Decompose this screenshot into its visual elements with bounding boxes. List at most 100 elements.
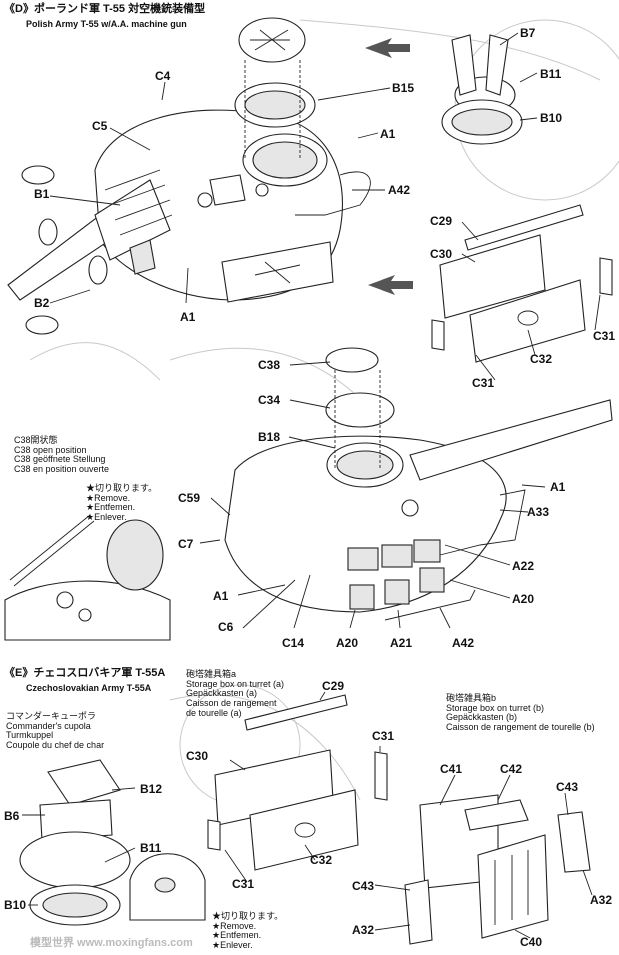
cupola-note-jp: コマンダーキューポラ (6, 711, 97, 721)
section-d-marker: 《D》 (4, 3, 34, 15)
remove-note-fr: ★Enlever. (86, 512, 127, 523)
cupola-b15 (234, 17, 316, 160)
label-c30-bottom: C30 (186, 749, 209, 763)
watermark: 模型世界 www.moxingfans.com (30, 937, 193, 949)
label-b10-bottom: B10 (4, 898, 27, 912)
label-a1-top: A1 (380, 127, 396, 141)
label-b11-bottom: B11 (140, 841, 162, 855)
storage-b-note: 砲塔雑具箱b Storage box on turret (b) Gepäckk… (446, 693, 595, 733)
storage-a-de: Gepäckkasten (a) (186, 688, 258, 699)
label-a32-left: A32 (352, 923, 375, 937)
c38-open-inset (4, 514, 171, 641)
label-c29-top: C29 (430, 214, 453, 228)
remove-note-2: ★切り取ります。 ★Remove. ★Entfemen. ★Enlever. (212, 911, 284, 951)
remove-note-de: ★Entfemen. (86, 502, 136, 513)
label-c40: C40 (520, 935, 543, 949)
label-b7: B7 (520, 26, 536, 40)
storage-box-e-a (207, 694, 388, 871)
c38-note-jp: C38開状態 (14, 435, 58, 445)
label-c38: C38 (258, 358, 281, 372)
remove-note-2-en: ★Remove. (212, 920, 257, 931)
section-d-jp: ポーランド軍 T-55 対空機銃装備型 (33, 3, 206, 15)
cupola-note-de: Turmkuppel (6, 730, 54, 741)
label-c59: C59 (178, 491, 201, 505)
label-c42: C42 (500, 762, 523, 776)
label-c43-right: C43 (556, 780, 579, 794)
label-b10-top: B10 (540, 111, 563, 125)
section-d-title-en: Polish Army T-55 w/A.A. machine gun (26, 19, 187, 29)
label-c30-top: C30 (430, 247, 453, 261)
storage-b-en: Storage box on turret (b) (446, 702, 545, 713)
label-c7: C7 (178, 537, 194, 551)
label-c32-top: C32 (530, 352, 553, 366)
c38-note: C38開状態 C38 open position C38 geöffnete S… (14, 435, 110, 475)
label-c14: C14 (282, 636, 305, 650)
section-e-marker: 《E》 (4, 667, 34, 679)
label-a1-left: A1 (180, 310, 196, 324)
label-c31-e-right: C31 (372, 729, 395, 743)
storage-a-fr1: Caisson de rangement (186, 698, 277, 709)
label-a42-top: A42 (388, 183, 411, 197)
label-a22: A22 (512, 559, 535, 573)
storage-a-note: 砲塔雑具箱a Storage box on turret (a) Gepäckk… (186, 669, 285, 719)
label-c32-bottom: C32 (310, 853, 333, 867)
remove-note-2-fr: ★Enlever. (212, 940, 253, 951)
storage-a-en: Storage box on turret (a) (186, 678, 285, 689)
label-c5: C5 (92, 119, 108, 133)
remove-note-2-de: ★Entfemen. (212, 930, 262, 941)
label-a1-mid: A1 (213, 589, 229, 603)
turret-middle (224, 347, 613, 621)
cupola-note-fr: Coupole du chef de char (6, 740, 105, 751)
c38-note-fr: C38 en position ouverte (14, 464, 110, 475)
storage-a-jp: 砲塔雑具箱a (186, 669, 237, 679)
remove-note-jp: ★切り取ります。 (86, 483, 158, 493)
label-c31-bottom: C31 (472, 376, 495, 390)
lens-rings (21, 165, 156, 335)
label-b1: B1 (34, 187, 50, 201)
remove-note-2-jp: ★切り取ります。 (212, 911, 284, 921)
storage-b-de: Gepäckkasten (b) (446, 712, 518, 723)
label-a32-right: A32 (590, 893, 613, 907)
label-b15: B15 (392, 81, 415, 95)
label-c31-right: C31 (593, 329, 616, 343)
cupola-note: コマンダーキューポラ Commander's cupola Turmkuppel… (6, 711, 105, 751)
cupola-e (19, 759, 206, 926)
remove-note: ★切り取ります。 ★Remove. ★Entfemen. ★Enlever. (86, 483, 158, 523)
label-c41: C41 (440, 762, 463, 776)
cupola-b7 (441, 34, 523, 145)
label-a20-bottom: A20 (336, 636, 359, 650)
cupola-note-en: Commander's cupola (6, 720, 91, 731)
rail-a42 (295, 171, 371, 216)
direction-arrow (368, 275, 413, 295)
label-c34: C34 (258, 393, 281, 407)
section-e-title-en: Czechoslovakian Army T-55A (26, 683, 152, 693)
storage-b-jp: 砲塔雑具箱b (446, 693, 497, 703)
label-b6: B6 (4, 809, 20, 823)
label-a21: A21 (390, 636, 413, 650)
label-c6: C6 (218, 620, 234, 634)
label-a42-mid: A42 (452, 636, 475, 650)
section-e-jp: チェコスロバキア軍 T-55A (33, 667, 166, 679)
label-c4: C4 (155, 69, 171, 83)
storage-b-fr: Caisson de rangement de tourelle (b) (446, 722, 595, 733)
storage-box-e-b (404, 794, 591, 945)
section-d-title-jp: 《D》ポーランド軍 T-55 対空機銃装備型 (4, 3, 206, 16)
label-c31-e-left: C31 (232, 877, 255, 891)
label-b2: B2 (34, 296, 50, 310)
storage-a-fr2: de tourelle (a) (186, 707, 242, 718)
label-b18: B18 (258, 430, 281, 444)
label-c43-left: C43 (352, 879, 375, 893)
label-a20-right: A20 (512, 592, 535, 606)
leader-lines (22, 32, 601, 939)
label-b11-top: B11 (540, 67, 562, 81)
label-a1-right: A1 (550, 480, 566, 494)
c38-note-en: C38 open position (14, 444, 87, 455)
label-a33: A33 (527, 505, 550, 519)
storage-box-d (431, 204, 613, 363)
direction-arrow (365, 38, 410, 58)
label-c29-bottom: C29 (322, 679, 345, 693)
section-e-title-jp: 《E》チェコスロバキア軍 T-55A (4, 667, 166, 680)
c38-note-de: C38 geöffnete Stellung (14, 454, 106, 465)
remove-note-en: ★Remove. (86, 492, 131, 503)
